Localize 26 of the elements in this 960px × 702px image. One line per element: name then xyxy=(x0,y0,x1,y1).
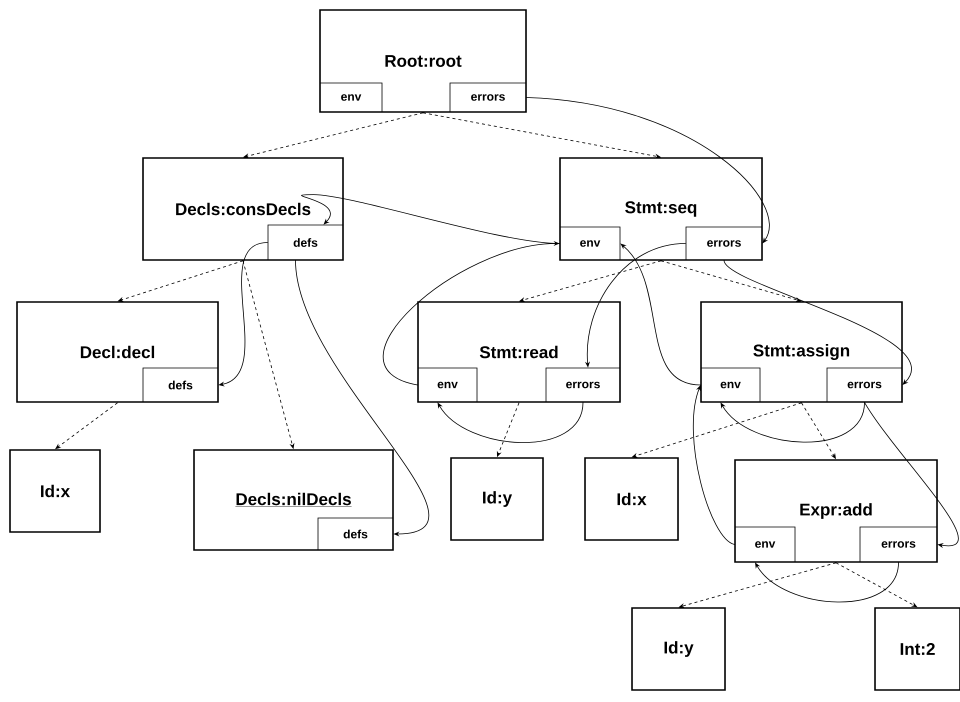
tree-node-box: Id:y xyxy=(631,607,726,691)
attribute-cell: env xyxy=(700,368,760,402)
arrow xyxy=(864,402,958,548)
attribute-cell: env xyxy=(320,82,382,112)
attribute-cell: errors xyxy=(450,82,526,112)
tree-node-box: Id:x xyxy=(584,457,679,541)
tree-node-box: Id:x xyxy=(9,449,101,533)
arrow xyxy=(720,402,865,442)
attribute-cell: env xyxy=(418,368,478,402)
attribute-cell: defs xyxy=(268,224,344,260)
attribute-cell: env xyxy=(734,526,796,562)
arrow xyxy=(526,97,770,244)
attribute-cell: errors xyxy=(860,526,938,562)
attribute-cell: defs xyxy=(142,368,218,402)
arrow xyxy=(295,260,428,537)
arrow xyxy=(724,260,912,385)
attribute-cell: errors xyxy=(686,226,762,260)
arrow xyxy=(301,194,560,244)
attribute-cell: errors xyxy=(826,368,902,402)
attribute-cell: defs xyxy=(318,518,394,550)
arrow xyxy=(438,402,584,443)
arrow xyxy=(755,562,899,602)
tree-node-box: Id:y xyxy=(450,457,544,541)
attribute-cell: errors xyxy=(546,368,620,402)
tree-node-box: Int:2 xyxy=(874,607,960,691)
attribute-cell: env xyxy=(560,226,620,260)
